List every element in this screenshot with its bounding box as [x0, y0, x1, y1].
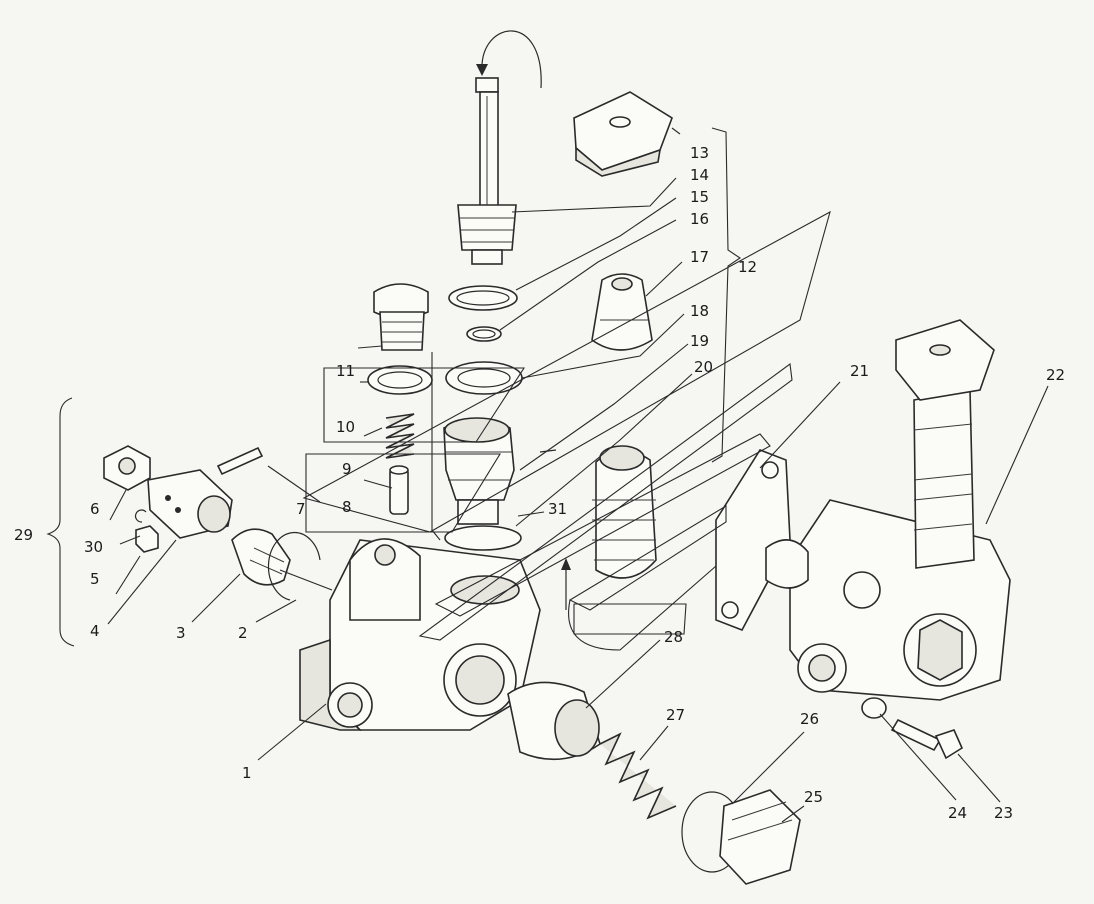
callout-2: 2 — [238, 624, 248, 642]
part-8-pin — [389, 465, 409, 515]
callout-26: 26 — [800, 710, 819, 728]
part-1-main-body — [299, 538, 541, 731]
callout-27: 27 — [666, 706, 685, 724]
callout-4: 4 — [90, 622, 100, 640]
part-27-spring — [599, 732, 677, 820]
part-25-plug — [719, 789, 801, 885]
callout-9: 9 — [342, 460, 352, 478]
part-11-plug — [373, 283, 429, 351]
callout-6: 6 — [90, 500, 100, 518]
part-31-washer — [444, 525, 522, 551]
part-17-cone — [591, 273, 653, 351]
callout-31: 31 — [548, 500, 567, 518]
leader-lines — [107, 127, 1049, 823]
callout-12: 12 — [738, 258, 757, 276]
part-21-threaded-body — [592, 445, 657, 579]
callout-18: 18 — [690, 302, 709, 320]
part-13-handle-block — [573, 91, 673, 177]
callout-29: 29 — [14, 526, 33, 544]
callout-5: 5 — [90, 570, 100, 588]
part-6-nut — [103, 445, 151, 491]
part-23-bolt — [890, 718, 964, 760]
callout-20: 20 — [694, 358, 713, 376]
callout-22: 22 — [1046, 366, 1065, 384]
flow-arrow-top — [476, 30, 542, 89]
part-22-right-body — [765, 319, 1011, 701]
callout-13: 13 — [690, 144, 709, 162]
callout-30: 30 — [84, 538, 103, 556]
schematic-outlines — [302, 210, 831, 651]
callout-1: 1 — [242, 764, 252, 782]
part-2-retaining-ring — [267, 531, 321, 601]
callout-24: 24 — [948, 804, 967, 822]
part-3-bolt — [231, 528, 333, 591]
callout-21: 21 — [850, 362, 869, 380]
part-28-bushing — [507, 681, 601, 761]
callout-14: 14 — [690, 166, 709, 184]
callout-8: 8 — [342, 498, 352, 516]
bracket-29 — [46, 397, 75, 647]
part-4-clamp — [147, 469, 233, 539]
callout-19: 19 — [690, 332, 709, 350]
callout-28: 28 — [664, 628, 683, 646]
part-7-pin — [216, 446, 264, 476]
callout-3: 3 — [176, 624, 186, 642]
part-30-clip — [134, 509, 147, 523]
part-14-valve-stem — [457, 77, 517, 265]
callout-11: 11 — [336, 362, 355, 380]
part-16-ring — [466, 326, 502, 342]
callout-23: 23 — [994, 804, 1013, 822]
callout-16: 16 — [690, 210, 709, 228]
bracket-12 — [711, 127, 741, 463]
callout-17: 17 — [690, 248, 709, 266]
part-24-washer — [861, 697, 887, 719]
part-15-ring — [448, 285, 518, 311]
part-19-sleeve — [443, 417, 522, 551]
callout-25: 25 — [804, 788, 823, 806]
callout-10: 10 — [336, 418, 355, 436]
callout-7: 7 — [296, 500, 306, 518]
gasket-plate — [715, 449, 791, 632]
part-9-spring — [385, 413, 415, 459]
callout-15: 15 — [690, 188, 709, 206]
part-5-block — [135, 525, 159, 553]
